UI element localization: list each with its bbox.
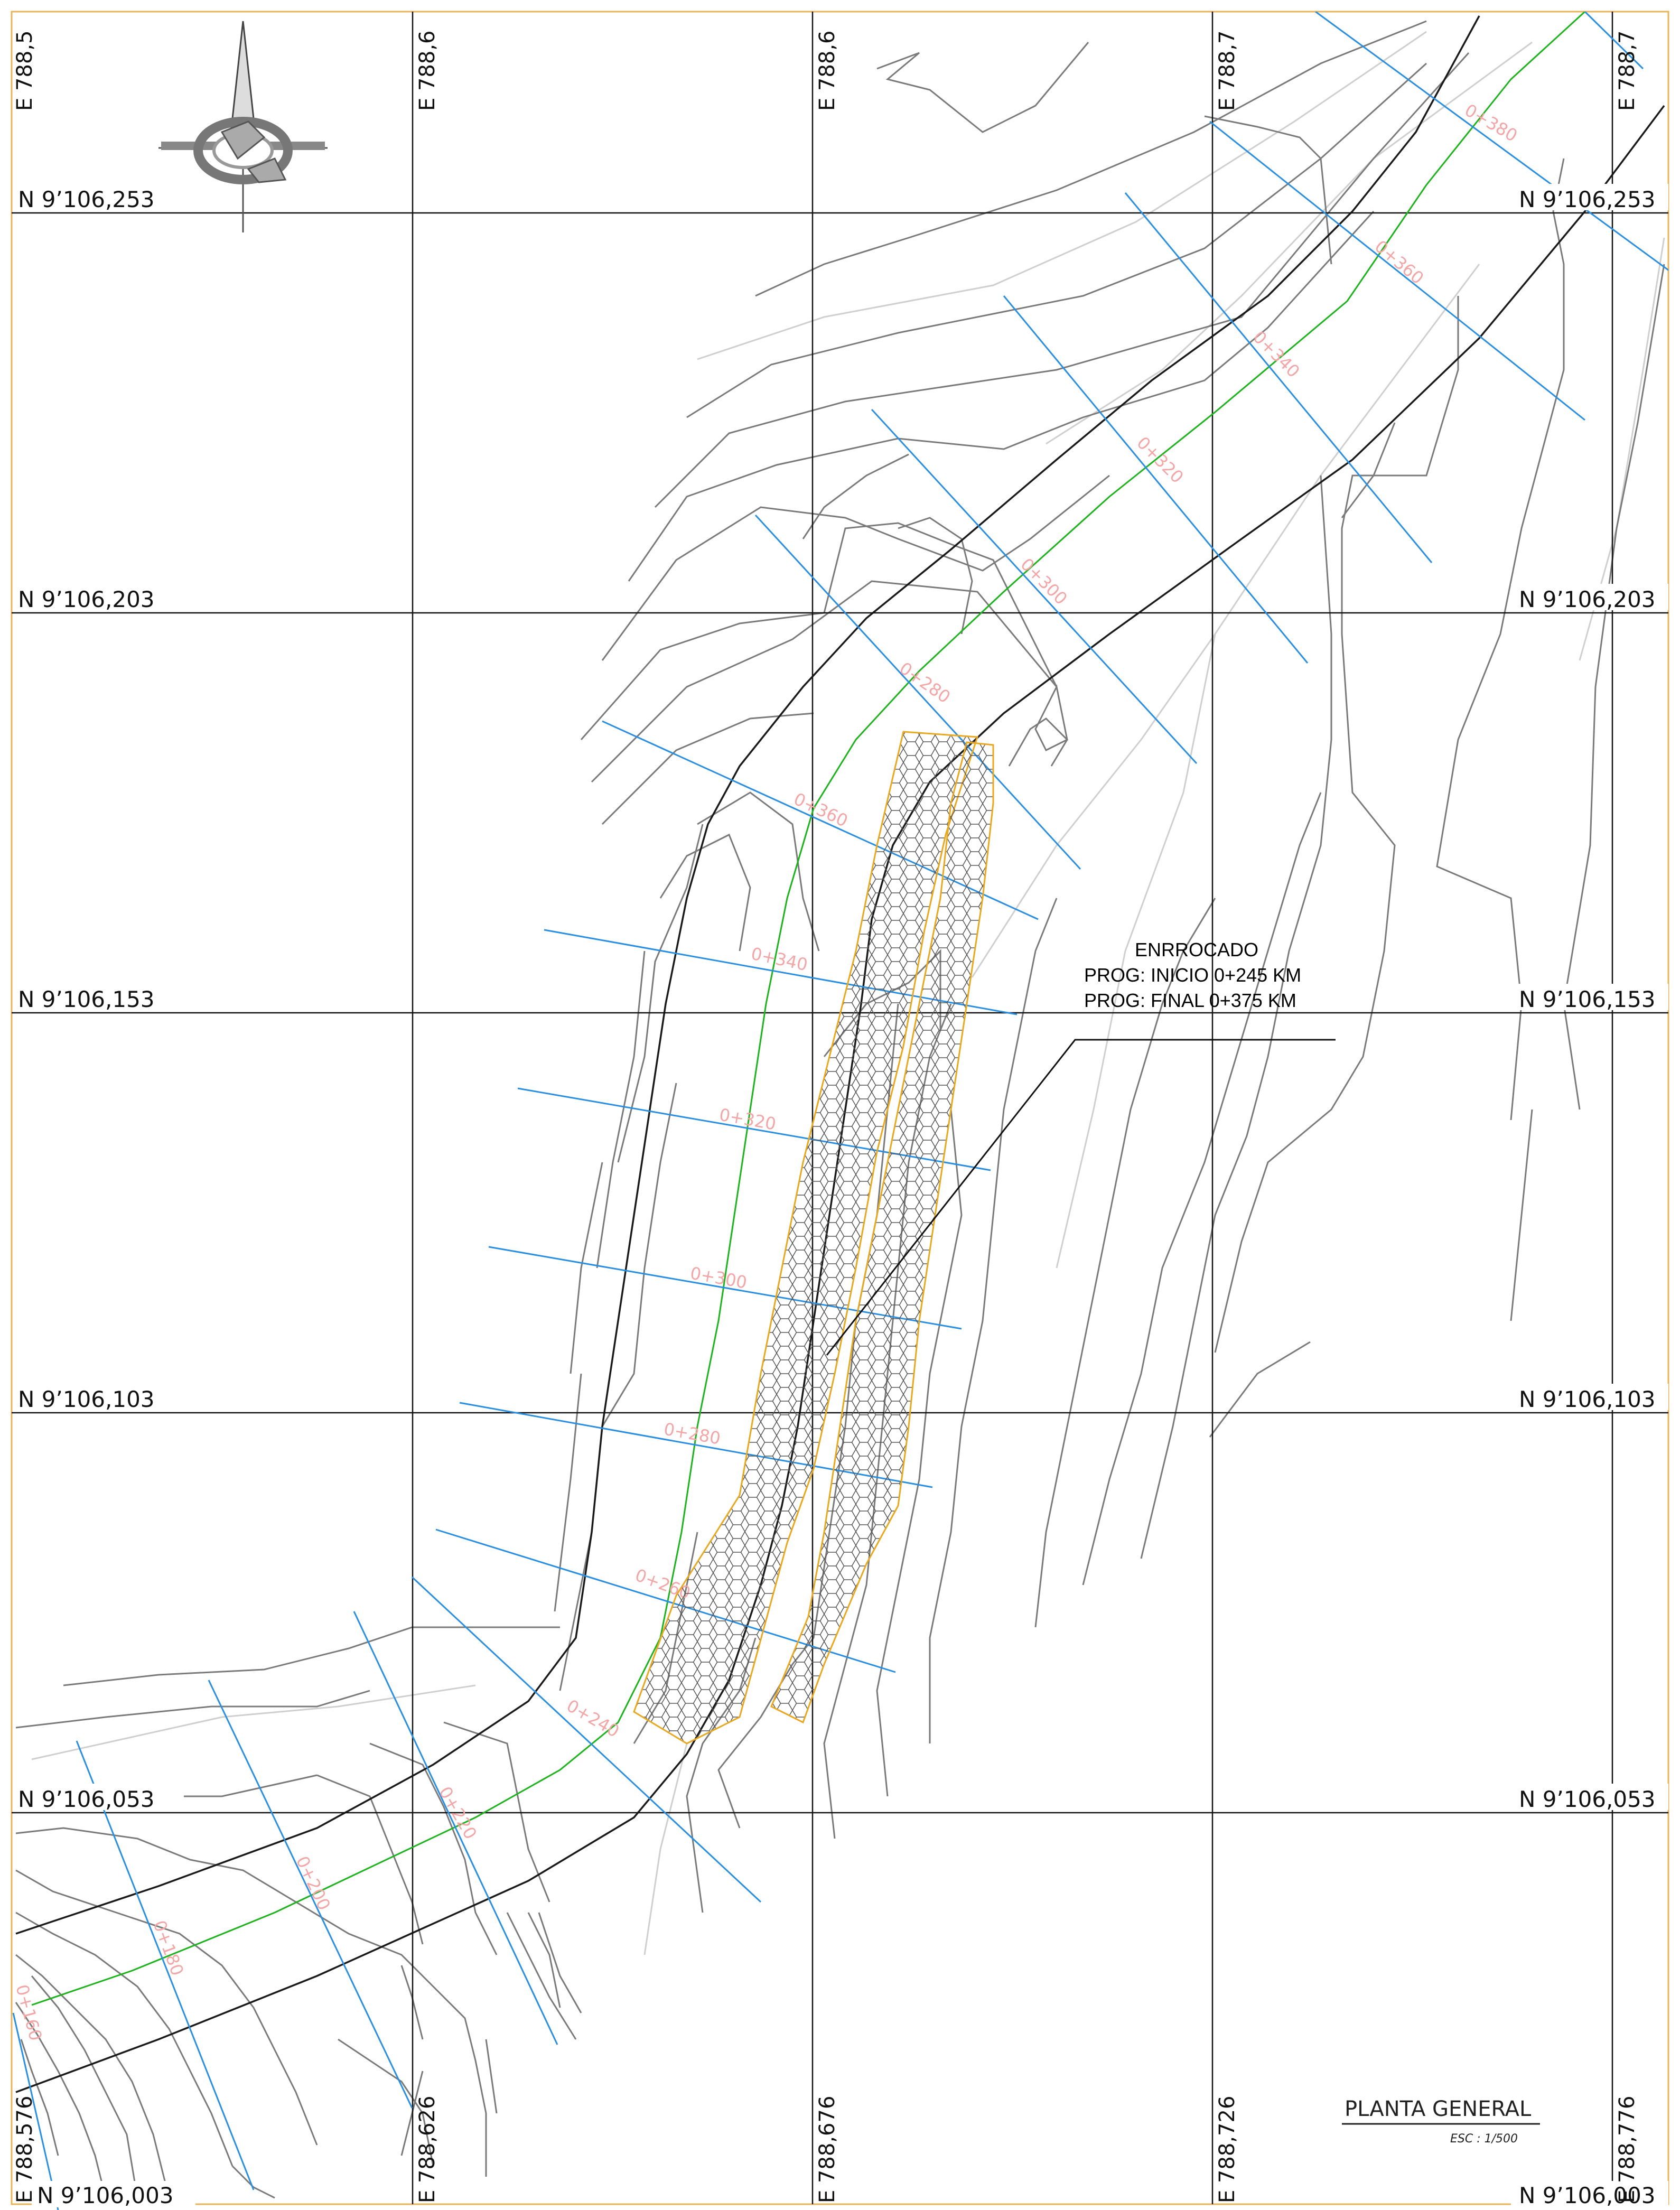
station-label: 0+240 xyxy=(563,1695,623,1741)
northing-label: N 9’106,003 xyxy=(1519,2183,1656,2208)
note-line-1: ENRROCADO xyxy=(1135,939,1258,961)
road-centerline xyxy=(31,12,1586,2006)
easting-label: E 788,576 xyxy=(13,2096,37,2203)
note-line-2: PROG: INICIO 0+245 KM xyxy=(1084,964,1301,986)
easting-label: E 788,6 xyxy=(415,31,440,111)
easting-label: E 788,5 xyxy=(13,31,37,111)
northing-labels-left: N 9’106,253 N 9’106,203 N 9’106,153 N 9’… xyxy=(15,184,195,2208)
northing-label: N 9’106,153 xyxy=(18,986,155,1012)
easting-label: E 788,7 xyxy=(1615,31,1639,111)
riprap-note: ENRROCADO PROG: INICIO 0+245 KM PROG: FI… xyxy=(1084,939,1301,1011)
easting-label: E 788,776 xyxy=(1615,2096,1639,2203)
easting-label: E 788,6 xyxy=(815,31,839,111)
station-label: 0+300 xyxy=(1016,554,1071,609)
northing-label: N 9’106,053 xyxy=(1519,1786,1656,1812)
northing-label: N 9’106,203 xyxy=(18,586,155,612)
northing-label: N 9’106,153 xyxy=(1519,986,1656,1012)
station-label: 0+300 xyxy=(689,1263,749,1292)
title-block: PLANTA GENERAL ESC : 1/500 xyxy=(1342,2097,1540,2146)
station-label: 0+180 xyxy=(149,1918,188,1979)
riprap-enrocado xyxy=(633,731,994,1745)
easting-label: E 788,626 xyxy=(415,2096,440,2203)
northing-label: N 9’106,103 xyxy=(18,1386,155,1412)
northing-label: N 9’106,103 xyxy=(1519,1386,1656,1412)
easting-label: E 788,7 xyxy=(1215,31,1239,111)
northing-label: N 9’106,253 xyxy=(18,187,155,212)
station-label: 0+160 xyxy=(12,1982,46,2043)
northing-label: N 9’106,203 xyxy=(1519,586,1656,612)
northing-label: N 9’106,253 xyxy=(1519,187,1656,212)
riprap-inner-band xyxy=(770,741,994,1724)
station-labels: 0+3800+3600+3400+3200+3000+2800+3600+340… xyxy=(12,100,1520,2043)
easting-labels-bottom: E 788,576 E 788,626 E 788,676 E 788,726 … xyxy=(13,2096,1639,2203)
easting-label: E 788,726 xyxy=(1215,2096,1239,2203)
northing-labels-right: N 9’106,253 N 9’106,203 N 9’106,153 N 9’… xyxy=(1511,184,1668,2208)
station-label: 0+380 xyxy=(1461,100,1521,146)
sheet-title: PLANTA GENERAL xyxy=(1345,2097,1532,2121)
sheet-scale: ESC : 1/500 xyxy=(1450,2132,1518,2146)
sheet-border xyxy=(11,11,1669,2205)
easting-labels-top: E 788,5 E 788,6 E 788,6 E 788,7 E 788,7 xyxy=(13,31,1639,111)
station-label: 0+360 xyxy=(791,789,851,831)
cross-sections xyxy=(12,12,1668,2210)
station-label: 0+340 xyxy=(749,944,809,975)
riprap-outer-band xyxy=(633,731,979,1745)
northing-label: N 9’106,003 xyxy=(37,2183,174,2208)
note-leader-line xyxy=(826,1039,1336,1356)
northing-label: N 9’106,053 xyxy=(18,1786,155,1812)
station-label: 0+340 xyxy=(1249,327,1303,381)
easting-label: E 788,676 xyxy=(815,2096,839,2203)
note-line-3: PROG: FINAL 0+375 KM xyxy=(1084,990,1296,1011)
coordinate-grid xyxy=(12,12,1668,2204)
north-arrow-icon xyxy=(158,21,328,232)
station-label: 0+360 xyxy=(1371,236,1427,288)
